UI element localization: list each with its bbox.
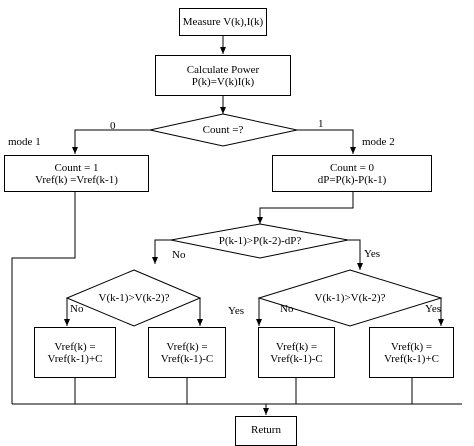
- mode2-dp: dP=P(k)-P(k-1): [317, 173, 387, 186]
- power-decision-text: P(k-1)>P(k-2)-dP?: [218, 235, 302, 247]
- calculate-power-label: Calculate Power: [186, 63, 260, 76]
- arrow-mode2-to-power: [257, 192, 354, 224]
- vref-box-2-line2: Vref(k-1)-C: [160, 352, 214, 365]
- power-yes-label: Yes: [364, 248, 381, 260]
- mode1-count: Count = 1: [54, 161, 99, 174]
- vref-box-1: Vref(k) = Vref(k-1)+C: [34, 327, 116, 378]
- branch-label-1: 1: [318, 118, 324, 130]
- right-yes-label: Yes: [425, 303, 442, 315]
- vref-box-3-line2: Vref(k-1)-C: [270, 352, 323, 365]
- mode1-vref: Vref(k) =Vref(k-1): [35, 173, 118, 186]
- volt-decision-left-diamond: [65, 269, 202, 327]
- volt-decision-right-text: V(k-1)>V(k-2)?: [314, 292, 386, 304]
- mode1-label: mode 1: [8, 136, 41, 148]
- measure-box: Measure V(k),I(k): [179, 8, 267, 36]
- count-decision-text: Count =?: [202, 124, 244, 136]
- vref-box-1-line2: Vref(k-1)+C: [47, 352, 103, 365]
- mode2-count: Count = 0: [329, 161, 375, 174]
- left-no-label: No: [70, 303, 84, 315]
- vref-box-3-line1: Vref(k) =: [275, 340, 318, 353]
- vref-box-2: Vref(k) = Vref(k-1)-C: [148, 327, 226, 378]
- right-no-label: No: [280, 303, 294, 315]
- left-yes-label: Yes: [228, 305, 245, 317]
- vref-box-4: Vref(k) = Vref(k-1)+C: [369, 327, 454, 378]
- vref-box-4-line2: Vref(k-1)+C: [383, 352, 440, 365]
- vref-box-3: Vref(k) = Vref(k-1)-C: [258, 327, 335, 378]
- measure-text: Measure V(k),I(k): [182, 16, 264, 28]
- calculate-power-formula: P(k)=V(k)I(k): [191, 75, 255, 88]
- arrow-count-to-mode2: [297, 129, 356, 154]
- line-mode1-down: [11, 192, 76, 404]
- volt-decision-left-text: V(k-1)>V(k-2)?: [98, 292, 170, 304]
- return-text: Return: [251, 424, 281, 436]
- power-no-label: No: [172, 249, 186, 261]
- volt-decision-right-diamond: [257, 269, 443, 327]
- vref-box-4-line1: Vref(k) =: [390, 340, 433, 353]
- branch-label-0: 0: [110, 120, 116, 132]
- calculate-power-box: Calculate Power P(k)=V(k)I(k): [155, 55, 291, 96]
- mode1-box: Count = 1 Vref(k) =Vref(k-1): [4, 155, 149, 192]
- return-box: Return: [235, 416, 297, 446]
- arrow-power-no: [152, 239, 171, 264]
- mode2-label: mode 2: [362, 136, 395, 148]
- power-decision-diamond: [170, 223, 349, 259]
- arrow-power-yes: [348, 239, 363, 270]
- count-decision-diamond: [149, 113, 298, 147]
- vref-box-1-line1: Vref(k) =: [54, 340, 96, 353]
- arrow-count-to-mode1: [72, 129, 150, 154]
- mode2-box: Count = 0 dP=P(k)-P(k-1): [272, 155, 432, 192]
- vref-box-2-line1: Vref(k) =: [166, 340, 208, 353]
